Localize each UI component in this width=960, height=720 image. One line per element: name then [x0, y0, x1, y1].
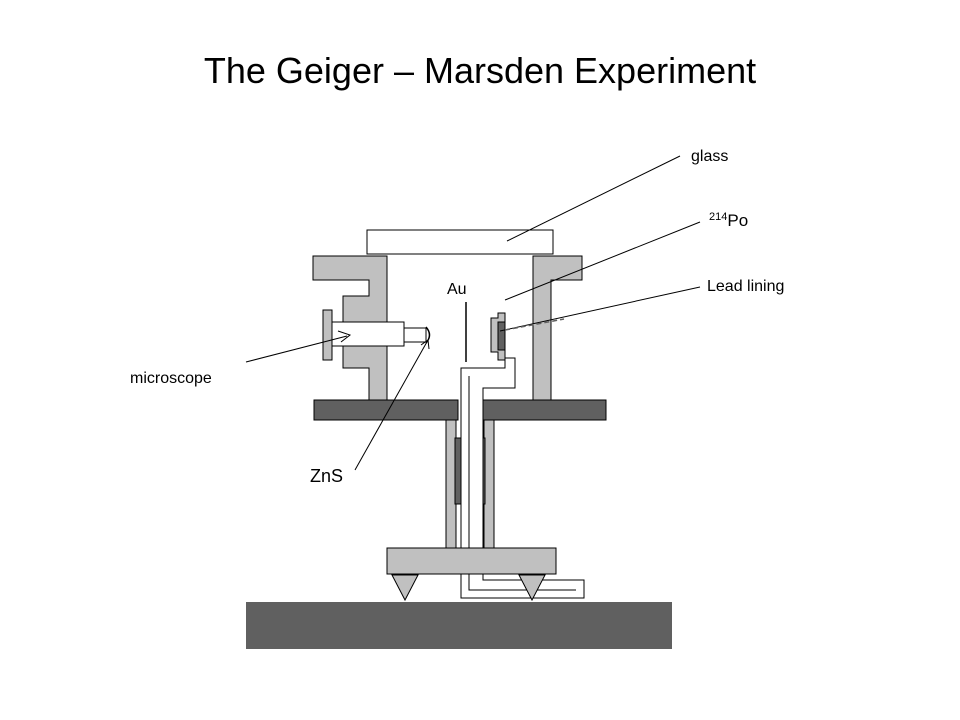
microscope-tube: [331, 321, 405, 347]
po-mass-number: 214: [709, 211, 727, 223]
zns-arrowhead: [420, 339, 430, 350]
po-label: 214Po: [709, 211, 748, 230]
zns-label: ZnS: [310, 466, 343, 486]
glass-leader: [506, 155, 681, 242]
foot-bar: [386, 547, 557, 575]
right-foot: [518, 574, 546, 602]
left-foot: [391, 574, 419, 602]
rotation-rod-inner: [468, 376, 576, 591]
slide-title: The Geiger – Marsden Experiment: [203, 50, 757, 91]
polonium-source: [497, 321, 506, 351]
base-slab: [246, 602, 672, 649]
platform-right: [477, 399, 607, 421]
microscope-objective: [403, 327, 427, 343]
glass-label: glass: [691, 148, 728, 165]
lead-lining-leader: [499, 286, 701, 332]
microscope-leader: [245, 335, 348, 363]
right-wall: [532, 255, 583, 403]
zns-leader: [354, 339, 429, 471]
stem-left-inner: [454, 437, 462, 505]
microscope-eyepiece: [322, 309, 333, 361]
po-symbol: Po: [727, 211, 748, 230]
glass-lid: [366, 229, 554, 255]
microscope-label: microscope: [130, 370, 212, 387]
au-label: Au: [447, 281, 467, 298]
platform-left: [313, 399, 459, 421]
alpha-beam: [504, 318, 565, 331]
po-leader: [504, 221, 701, 301]
microscope-arrowhead: [337, 330, 352, 343]
lead-lining-label: Lead lining: [707, 278, 784, 295]
